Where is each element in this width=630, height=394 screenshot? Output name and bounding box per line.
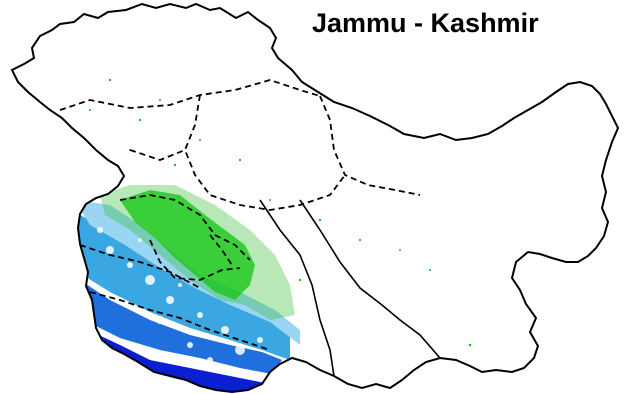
landcover-vegetation-outer <box>100 185 295 320</box>
district-boundary <box>79 244 201 289</box>
landcover-light-blue <box>75 200 300 345</box>
landcover-layer <box>12 78 472 392</box>
landcover-blue <box>70 280 282 374</box>
district-boundary <box>319 95 421 196</box>
region-boundary <box>259 199 335 377</box>
region-boundaries <box>259 199 441 377</box>
district-boundaries <box>59 79 421 351</box>
district-boundary <box>89 291 271 351</box>
district-boundary <box>119 194 251 261</box>
region-boundary <box>299 199 441 359</box>
district-boundary <box>184 94 346 211</box>
state-outline <box>10 2 620 394</box>
district-boundary <box>59 79 321 111</box>
landcover-vegetation-main <box>120 190 255 300</box>
district-boundary <box>149 239 241 281</box>
map-title: Jammu - Kashmir <box>312 8 539 38</box>
landcover-vegetation-dots <box>89 78 472 347</box>
district-boundary <box>209 234 233 266</box>
district-boundary <box>129 149 186 161</box>
